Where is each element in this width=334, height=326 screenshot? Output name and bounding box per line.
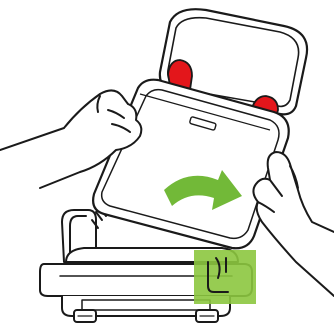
instruction-illustration xyxy=(0,0,334,326)
instruction-drawing xyxy=(0,0,334,326)
